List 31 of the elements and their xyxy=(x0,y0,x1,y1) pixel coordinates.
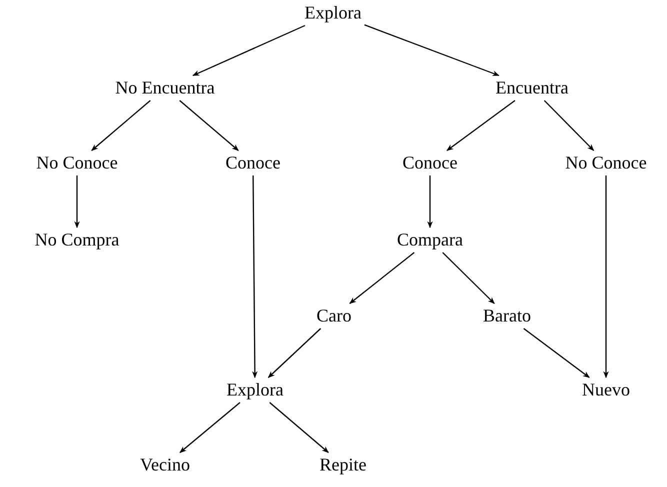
arrow xyxy=(349,252,415,304)
node-label: Vecino xyxy=(137,452,193,478)
arrow xyxy=(544,100,594,151)
node-label: Explora xyxy=(302,0,364,26)
node-label: No Compra xyxy=(32,228,122,252)
arrow xyxy=(364,24,500,76)
arrow xyxy=(91,100,151,151)
node-label: Explora xyxy=(224,378,286,402)
arrow xyxy=(179,402,240,453)
arrow xyxy=(442,252,495,304)
node-label: Repite xyxy=(316,452,370,478)
arrow xyxy=(179,100,239,151)
arrow xyxy=(523,328,590,378)
node-label: Barato xyxy=(480,304,534,328)
node-label: No Conoce xyxy=(33,150,121,176)
node-label: No Conoce xyxy=(562,150,650,176)
arrow xyxy=(268,328,322,378)
arrow xyxy=(269,402,329,453)
arrow xyxy=(446,100,516,151)
arrow xyxy=(603,176,609,378)
arrow xyxy=(252,176,258,378)
node-label: Conoce xyxy=(222,150,284,176)
node-label: No Encuentra xyxy=(112,76,218,100)
node-label: Nuevo xyxy=(579,378,633,402)
arrow xyxy=(192,24,306,76)
arrow xyxy=(427,176,433,228)
node-label: Compara xyxy=(394,228,466,252)
node-label: Caro xyxy=(314,304,354,328)
node-label: Encuentra xyxy=(492,76,572,100)
arrow xyxy=(74,176,80,228)
node-label: Conoce xyxy=(400,150,460,176)
